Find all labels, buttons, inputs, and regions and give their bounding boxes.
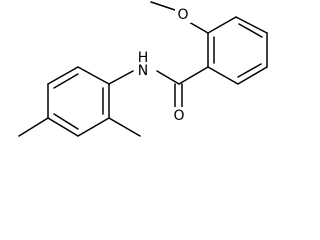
bond bbox=[108, 70, 134, 85]
bond bbox=[237, 66, 268, 85]
bond bbox=[47, 66, 79, 85]
chemical-structure: O H N O bbox=[18, 1, 268, 137]
bond bbox=[235, 16, 268, 34]
methoxy-oxygen-label: O bbox=[177, 7, 188, 23]
methoxybenzoyl-ring bbox=[207, 16, 268, 85]
bond bbox=[207, 16, 237, 34]
bond bbox=[47, 117, 79, 137]
label-background bbox=[175, 7, 191, 23]
bond bbox=[53, 73, 79, 89]
bond bbox=[156, 70, 180, 85]
bond bbox=[77, 66, 110, 85]
amide-nitrogen-label: N bbox=[138, 63, 148, 79]
bond bbox=[188, 21, 209, 34]
bond bbox=[207, 66, 239, 85]
bond bbox=[238, 23, 263, 38]
label-background bbox=[135, 65, 151, 79]
label-background bbox=[135, 52, 151, 66]
bond bbox=[53, 113, 79, 130]
amide-nh-hydrogen-label: H bbox=[138, 50, 149, 66]
bond bbox=[178, 66, 209, 85]
atom-labels: O H N O bbox=[135, 7, 191, 124]
bond bbox=[108, 117, 141, 137]
bond bbox=[237, 63, 262, 78]
bond bbox=[18, 117, 49, 137]
label-background bbox=[171, 107, 187, 123]
methyl-groups bbox=[18, 117, 141, 137]
amide-group bbox=[156, 66, 209, 108]
bond bbox=[150, 1, 176, 11]
dimethylphenyl-ring bbox=[47, 66, 134, 137]
carbonyl-oxygen-label: O bbox=[173, 108, 184, 124]
methoxy-group bbox=[150, 1, 209, 34]
bond bbox=[77, 117, 110, 137]
